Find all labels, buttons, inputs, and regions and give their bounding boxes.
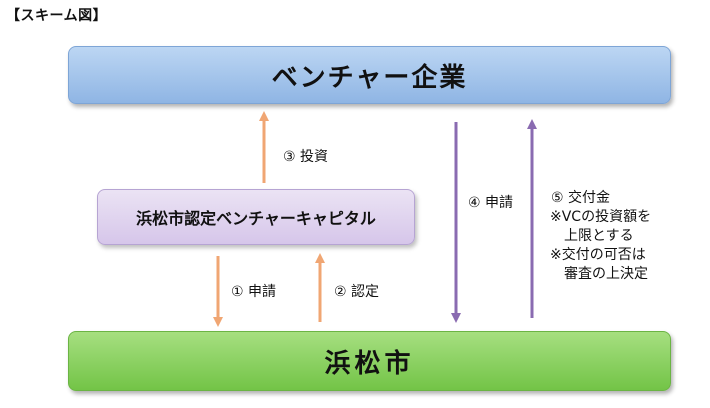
- investment-label: ③ 投資: [283, 149, 329, 165]
- venture-company-label: ベンチャー企業: [271, 62, 468, 93]
- certified-vc-box: 浜松市認定ベンチャーキャピタル: [97, 189, 415, 245]
- grant-note-line-4: 審査の上決定: [564, 266, 648, 282]
- certification-label: ② 認定: [334, 284, 380, 300]
- grant-note-line-1: ※VCの投資額を: [550, 209, 652, 225]
- hamamatsu-city-box: 浜松市: [68, 331, 671, 391]
- certified-vc-label: 浜松市認定ベンチャーキャピタル: [136, 209, 376, 228]
- scheme-title: 【スキーム図】: [6, 8, 108, 24]
- hamamatsu-city-label: 浜松市: [324, 348, 415, 379]
- grant-label: ⑤ 交付金: [551, 190, 611, 206]
- venture-company-box: ベンチャー企業: [68, 46, 671, 104]
- grant-note-line-2: 上限とする: [564, 228, 634, 244]
- vc-application-label: ① 申請: [231, 284, 277, 300]
- venture-application-label: ④ 申請: [468, 195, 514, 211]
- grant-note-line-3: ※交付の可否は: [550, 247, 646, 263]
